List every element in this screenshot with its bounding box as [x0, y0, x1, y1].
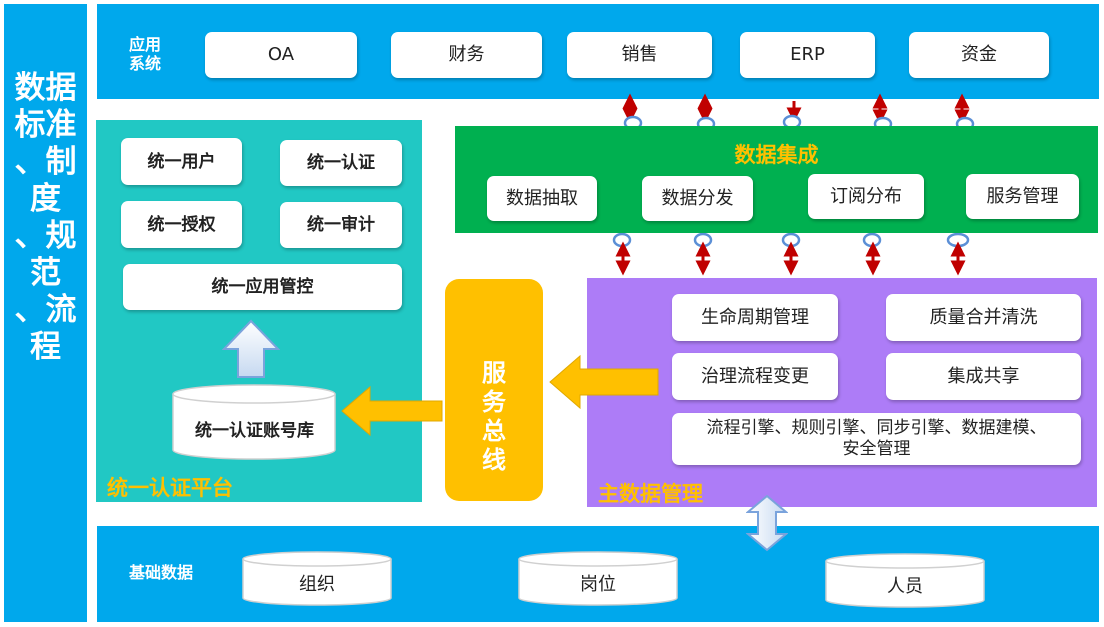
- base-people-cylinder: [825, 553, 985, 608]
- master-data-label: 主数据管理: [598, 482, 703, 506]
- auth-unified-app-control[interactable]: 统一应用管控: [123, 264, 402, 310]
- mid-connector-2: [693, 232, 713, 276]
- auth-unified-auth[interactable]: 统一认证: [280, 140, 402, 186]
- up-arrow-icon: [222, 319, 280, 378]
- mdm-quality[interactable]: 质量合并清洗: [886, 294, 1081, 341]
- left-arrow-to-db-icon: [341, 385, 443, 437]
- up-down-arrow-icon: [746, 494, 788, 552]
- di-extract[interactable]: 数据抽取: [487, 176, 597, 221]
- base-post-label: 岗位: [580, 574, 616, 595]
- app-erp[interactable]: ERP: [740, 32, 875, 78]
- mid-connector-3: [781, 232, 801, 276]
- standards-title: 数据标准 、制度 、规范 、流程: [14, 70, 77, 365]
- app-sales[interactable]: 销售: [567, 32, 712, 78]
- auth-unified-authorize[interactable]: 统一授权: [121, 201, 242, 248]
- base-data-label: 基础数据: [129, 563, 194, 582]
- service-bus: [445, 279, 543, 501]
- top-connector-3: [782, 101, 802, 130]
- account-db-cylinder: [172, 384, 336, 460]
- application-system-label: 应用 系统: [129, 35, 162, 73]
- app-funds[interactable]: 资金: [909, 32, 1049, 78]
- service-bus-label: 服务总线: [445, 330, 543, 475]
- di-distribute[interactable]: 数据分发: [642, 176, 753, 221]
- di-service-mgmt[interactable]: 服务管理: [966, 174, 1079, 219]
- app-oa[interactable]: OA: [205, 32, 357, 78]
- mid-connector-1: [612, 232, 632, 276]
- data-integration-title: 数据集成: [734, 143, 819, 167]
- base-org-cylinder: [242, 551, 392, 606]
- left-arrow-to-bus-icon: [549, 354, 659, 410]
- mdm-lifecycle[interactable]: 生命周期管理: [672, 294, 838, 341]
- auth-unified-audit[interactable]: 统一审计: [280, 202, 402, 248]
- auth-platform-label: 统一认证平台: [107, 476, 233, 500]
- mid-connector-4: [862, 232, 882, 276]
- left-standards-band: [4, 4, 87, 622]
- auth-unified-user[interactable]: 统一用户: [121, 138, 242, 185]
- app-finance[interactable]: 财务: [391, 32, 542, 78]
- service-bus-text: 服务总线: [482, 359, 506, 474]
- account-db-label: 统一认证账号库: [195, 421, 314, 441]
- base-people-label: 人员: [887, 576, 923, 597]
- di-subscribe[interactable]: 订阅分布: [808, 174, 924, 219]
- top-connector-1: [622, 93, 643, 131]
- mdm-engines[interactable]: 流程引擎、规则引擎、同步引擎、数据建模、 安全管理: [672, 413, 1081, 465]
- mdm-governance[interactable]: 治理流程变更: [672, 353, 838, 400]
- mid-connector-5: [946, 232, 970, 276]
- mdm-integration-share[interactable]: 集成共享: [886, 353, 1081, 400]
- base-post-cylinder: [518, 551, 678, 606]
- base-org-label: 组织: [299, 574, 335, 595]
